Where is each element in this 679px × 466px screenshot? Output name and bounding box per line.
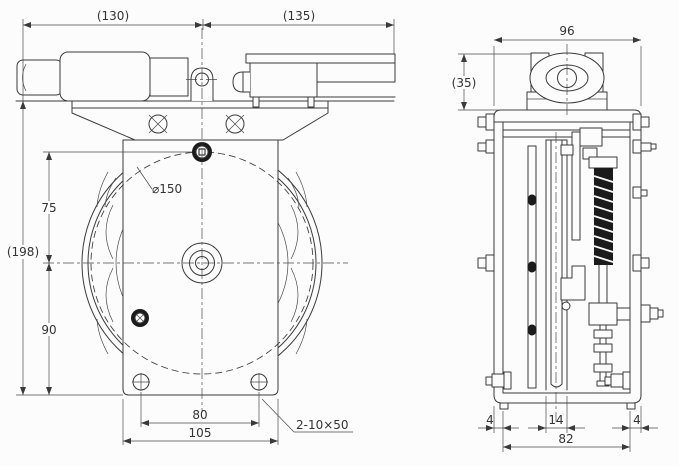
side-bolt bbox=[131, 309, 149, 327]
dim-slot-note-label: 2-10×50 bbox=[296, 418, 349, 432]
dim-base-width-label: 105 bbox=[189, 426, 212, 440]
dim-center-to-bottom-label: 90 bbox=[41, 323, 56, 337]
front-dimensions: (130) (135) (198) 75 90 ⌀150 bbox=[3, 9, 395, 445]
dim-shackle-height-label: (35) bbox=[452, 76, 477, 90]
mounting-slot-right bbox=[250, 373, 268, 391]
dim-groove-width-label: 14 bbox=[548, 413, 563, 427]
bracket-screw-right bbox=[225, 114, 245, 134]
frame-bolts-left bbox=[477, 113, 512, 390]
bracket-screw-left bbox=[148, 114, 168, 134]
dim-overall-width-label: 96 bbox=[559, 24, 574, 38]
dim-left-plate-label: 4 bbox=[486, 413, 494, 427]
side-dimensions: 96 (35) 4 14 4 bbox=[447, 24, 658, 452]
dim-center-to-top-label: 75 bbox=[41, 201, 56, 215]
tension-spring bbox=[588, 156, 618, 265]
dim-height-overall-label: (198) bbox=[7, 245, 39, 259]
mounting-slot-left bbox=[132, 373, 150, 391]
dim-pulley-diameter-label: ⌀150 bbox=[152, 182, 182, 196]
dim-hole-spacing-label: 80 bbox=[192, 408, 207, 422]
left-device bbox=[16, 51, 189, 102]
suspension-shackle bbox=[526, 52, 608, 111]
dim-inner-width-label: 82 bbox=[558, 432, 573, 446]
front-view: (130) (135) (198) 75 90 ⌀150 bbox=[3, 9, 396, 445]
dim-width-left-label: (130) bbox=[97, 9, 129, 23]
side-view: 96 (35) 4 14 4 bbox=[447, 24, 664, 452]
dim-width-right-label: (135) bbox=[283, 9, 315, 23]
sheave-side bbox=[527, 139, 568, 391]
switch-box bbox=[232, 53, 396, 108]
spring-adjuster bbox=[588, 264, 664, 387]
cable-plug bbox=[232, 71, 250, 93]
top-bracket bbox=[71, 100, 329, 141]
frame-bolts-right bbox=[604, 113, 657, 390]
dim-right-plate-label: 4 bbox=[633, 413, 641, 427]
lever-linkage bbox=[560, 127, 603, 311]
